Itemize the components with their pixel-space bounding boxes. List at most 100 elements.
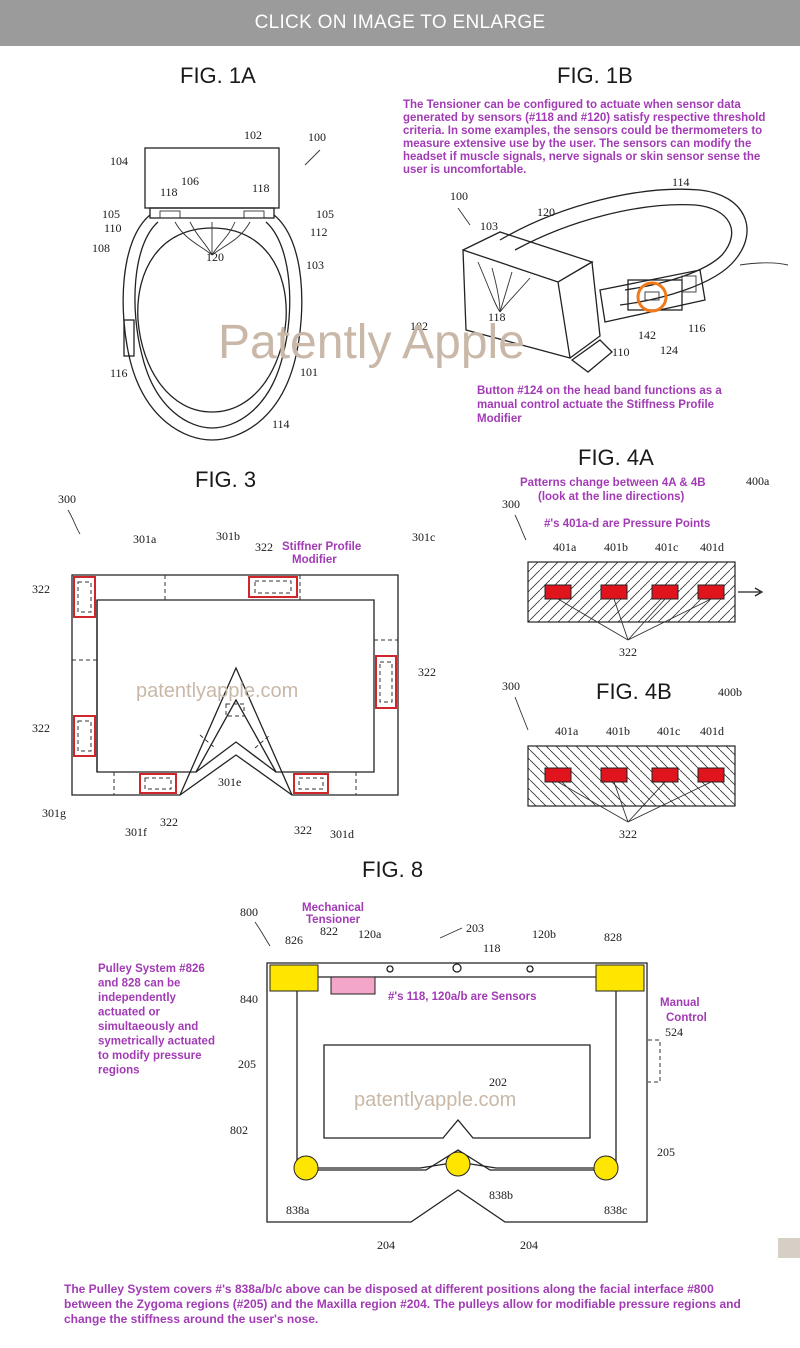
fig-8: FIG. 8 Mechanical Tensioner patentlyappl…: [98, 857, 707, 1252]
svg-text:802: 802: [230, 1123, 248, 1137]
svg-text:120: 120: [206, 250, 224, 264]
fig8-sensors-note: #'s 118, 120a/b are Sensors: [388, 991, 537, 1003]
fig4a-pressure-401d: [697, 584, 725, 600]
fig1a-strap-outer: [122, 214, 303, 441]
fig4b-pressure-401b: [600, 767, 628, 783]
svg-text:116: 116: [110, 366, 128, 380]
svg-text:840: 840: [240, 992, 258, 1006]
svg-text:118: 118: [488, 310, 506, 324]
svg-text:838a: 838a: [286, 1203, 310, 1217]
fig8-pulley-838b: [445, 1151, 471, 1177]
svg-text:322: 322: [32, 582, 50, 596]
svg-text:828: 828: [604, 930, 622, 944]
svg-text:106: 106: [181, 174, 199, 188]
svg-text:100: 100: [308, 130, 326, 144]
svg-text:800: 800: [240, 905, 258, 919]
fig-8-title: FIG. 8: [362, 857, 423, 882]
fig-4b: FIG. 4B 300 400b 401a 401b 401c 401d 322: [502, 679, 742, 841]
svg-text:112: 112: [310, 225, 328, 239]
svg-text:401d: 401d: [700, 540, 724, 554]
fig3-stiffener-bottom-left: [139, 773, 177, 794]
svg-text:118: 118: [160, 185, 178, 199]
svg-text:118: 118: [483, 941, 501, 955]
svg-text:300: 300: [502, 679, 520, 693]
fig1a-head-outline: [137, 227, 287, 413]
svg-text:301d: 301d: [330, 827, 354, 841]
fig-4b-title: FIG. 4B: [596, 679, 672, 704]
svg-text:401d: 401d: [700, 724, 724, 738]
enlarge-banner[interactable]: CLICK ON IMAGE TO ENLARGE: [0, 0, 800, 46]
svg-text:300: 300: [502, 497, 520, 511]
svg-text:400a: 400a: [746, 474, 770, 488]
svg-text:301c: 301c: [412, 530, 435, 544]
fig8-display-area: [323, 1044, 591, 1139]
svg-text:322: 322: [418, 665, 436, 679]
svg-text:103: 103: [306, 258, 324, 272]
fig3-frame-outer: [71, 574, 399, 796]
svg-text:204: 204: [520, 1238, 538, 1252]
svg-text:838c: 838c: [604, 1203, 627, 1217]
svg-text:114: 114: [272, 417, 290, 431]
fig-4a-title: FIG. 4A: [578, 445, 654, 470]
fig1a-button: [123, 319, 135, 357]
fig4b-pressure-401a: [544, 767, 572, 783]
bottom-caption: The Pulley System covers #'s 838a/b/c ab…: [64, 1282, 741, 1326]
svg-text:322: 322: [255, 540, 273, 554]
svg-text:322: 322: [619, 645, 637, 659]
watermark-fig3: patentlyapple.com: [136, 680, 298, 702]
svg-text:301f: 301f: [125, 825, 147, 839]
svg-text:104: 104: [110, 154, 128, 168]
fig8-pulley-838c: [593, 1155, 619, 1181]
fig8-mechanical-tensioner: [330, 976, 376, 995]
fig8-pulley-838a: [293, 1155, 319, 1181]
svg-text:102: 102: [410, 319, 428, 333]
fig4a-pressure-401a: [544, 584, 572, 600]
svg-text:401c: 401c: [655, 540, 678, 554]
fig8-frame-outer: [266, 962, 648, 1223]
svg-text:401a: 401a: [553, 540, 577, 554]
svg-text:205: 205: [238, 1057, 256, 1071]
svg-text:401c: 401c: [657, 724, 680, 738]
fig-1a-title: FIG. 1A: [180, 63, 256, 88]
fig1b-button-note: Button #124 on the head band functions a…: [477, 385, 725, 425]
watermark-fig8: patentlyapple.com: [354, 1089, 516, 1111]
svg-text:101: 101: [300, 365, 318, 379]
svg-text:100: 100: [450, 189, 468, 203]
fig4-pressure-note: #'s 401a-d are Pressure Points: [544, 518, 710, 530]
svg-text:300: 300: [58, 492, 76, 506]
svg-text:114: 114: [672, 175, 690, 189]
fig4b-pressure-401d: [697, 767, 725, 783]
svg-text:826: 826: [285, 933, 303, 947]
svg-text:116: 116: [688, 321, 706, 335]
svg-text:524: 524: [665, 1025, 683, 1039]
fig4-patterns-note: Patterns change between 4A & 4B (look at…: [520, 477, 709, 503]
svg-text:301b: 301b: [216, 529, 240, 543]
svg-text:118: 118: [252, 181, 270, 195]
svg-text:203: 203: [466, 921, 484, 935]
svg-text:301a: 301a: [133, 532, 157, 546]
fig1a-strap-inner: [134, 221, 291, 429]
side-scroll-tab[interactable]: [778, 1238, 800, 1258]
fig-3: FIG. 3 patentlyapple.com 30: [32, 467, 436, 841]
svg-text:110: 110: [612, 345, 630, 359]
svg-text:400b: 400b: [718, 685, 742, 699]
svg-text:322: 322: [32, 721, 50, 735]
fig8-tensioner-note: Mechanical Tensioner: [302, 902, 367, 926]
fig1b-tensioner-note: The Tensioner can be configured to actua…: [403, 99, 769, 176]
fig8-pulley-828: [595, 964, 645, 992]
svg-text:401a: 401a: [555, 724, 579, 738]
svg-text:205: 205: [657, 1145, 675, 1159]
fig3-stiffener-left-bottom: [73, 715, 96, 757]
fig1b-headband: [499, 188, 748, 306]
svg-text:322: 322: [619, 827, 637, 841]
fig1a-bracket: [149, 207, 275, 219]
fig3-stiffener-bottom-right: [293, 773, 329, 794]
fig8-pulley-note: Pulley System #826 and 828 can be indepe…: [98, 963, 218, 1077]
fig-1b: FIG. 1B The Tensioner can be configured …: [403, 63, 789, 425]
svg-text:401b: 401b: [604, 540, 628, 554]
svg-text:120a: 120a: [358, 927, 382, 941]
svg-text:103: 103: [480, 219, 498, 233]
svg-text:105: 105: [316, 207, 334, 221]
svg-text:124: 124: [660, 343, 678, 357]
